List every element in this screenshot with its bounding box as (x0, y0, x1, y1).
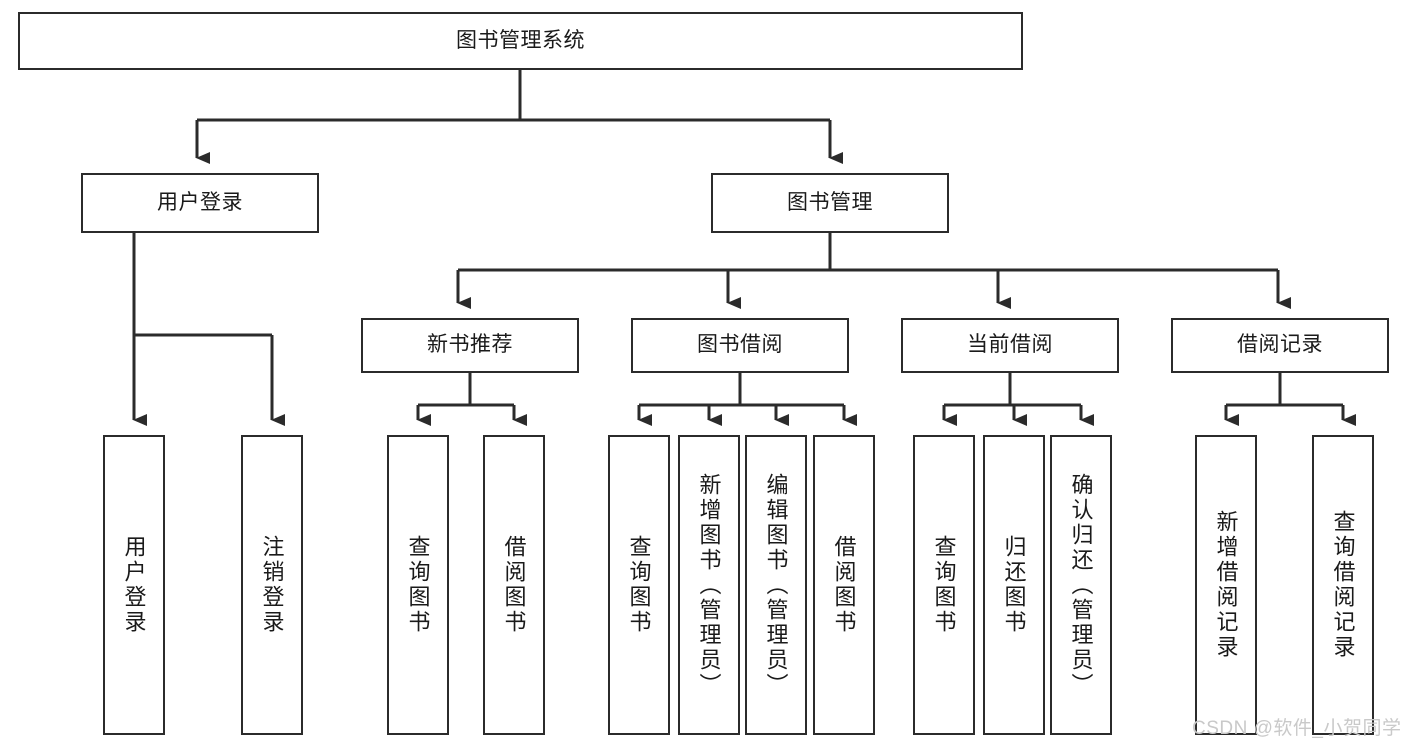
leaf-node-user-logout[interactable]: 注销登录 (241, 435, 303, 735)
node-new-book-recommendation[interactable]: 新书推荐 (361, 318, 579, 373)
node-label: 借阅图书 (501, 535, 527, 635)
leaf-node-add-borrow-record[interactable]: 新增借阅记录 (1195, 435, 1257, 735)
leaf-node-query-book-3[interactable]: 查询图书 (913, 435, 975, 735)
leaf-node-query-book-1[interactable]: 查询图书 (387, 435, 449, 735)
node-label: 图书管理系统 (456, 28, 585, 52)
node-label: 注销登录 (259, 535, 285, 635)
node-label: 确认归还（管理员） (1068, 472, 1094, 698)
node-label: 借阅图书 (831, 535, 857, 635)
node-label: 查询图书 (405, 535, 431, 635)
leaf-node-return-book[interactable]: 归还图书 (983, 435, 1045, 735)
node-label: 新增图书（管理员） (696, 472, 722, 698)
node-label: 当前借阅 (967, 333, 1053, 357)
leaf-node-borrow-book-2[interactable]: 借阅图书 (813, 435, 875, 735)
node-label: 查询借阅记录 (1330, 510, 1356, 660)
node-label: 编辑图书（管理员） (763, 472, 789, 698)
node-current-borrowing[interactable]: 当前借阅 (901, 318, 1119, 373)
node-label: 查询图书 (626, 535, 652, 635)
node-label: 用户登录 (157, 190, 243, 214)
node-label: 新书推荐 (427, 333, 513, 357)
node-user-login[interactable]: 用户登录 (81, 173, 319, 233)
node-label: 图书借阅 (697, 333, 783, 357)
leaf-node-borrow-book-1[interactable]: 借阅图书 (483, 435, 545, 735)
node-label: 用户登录 (121, 535, 147, 635)
leaf-node-edit-book-admin[interactable]: 编辑图书（管理员） (745, 435, 807, 735)
node-root-book-management-system[interactable]: 图书管理系统 (18, 12, 1023, 70)
leaf-node-query-book-2[interactable]: 查询图书 (608, 435, 670, 735)
leaf-node-user-login[interactable]: 用户登录 (103, 435, 165, 735)
node-label: 查询图书 (931, 535, 957, 635)
node-label: 借阅记录 (1237, 333, 1323, 357)
csdn-watermark: CSDN @软件_小贺同学 (1192, 718, 1402, 739)
node-borrowing-record[interactable]: 借阅记录 (1171, 318, 1389, 373)
node-book-borrowing[interactable]: 图书借阅 (631, 318, 849, 373)
leaf-node-query-borrow-record[interactable]: 查询借阅记录 (1312, 435, 1374, 735)
leaf-node-add-book-admin[interactable]: 新增图书（管理员） (678, 435, 740, 735)
node-label: 新增借阅记录 (1213, 510, 1239, 660)
node-label: 归还图书 (1001, 535, 1027, 635)
node-book-management[interactable]: 图书管理 (711, 173, 949, 233)
leaf-node-confirm-return-admin[interactable]: 确认归还（管理员） (1050, 435, 1112, 735)
node-label: 图书管理 (787, 190, 873, 214)
